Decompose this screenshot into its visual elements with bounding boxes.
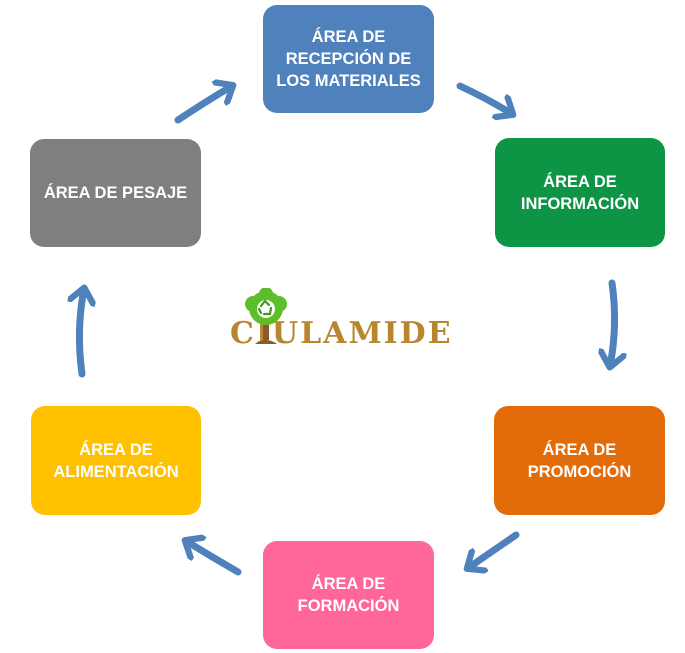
node-label: ÁREA DE PESAJE (43, 184, 188, 202)
recycle-tree-icon (245, 288, 287, 344)
arrow-formacion-to-alimentacion (186, 541, 242, 576)
node-area-promocion: ÁREA DE PROMOCIÓN (494, 406, 665, 515)
node-label: ÁREA DE PROMOCIÓN (527, 440, 632, 481)
arrow-pesaje-to-recepcion (174, 86, 232, 124)
node-area-informacion: ÁREA DE INFORMACIÓN (495, 138, 665, 247)
node-area-recepcion: ÁREA DE RECEPCIÓN DE LOS MATERIALES (263, 5, 434, 113)
arrow-alimentacion-to-pesaje (79, 289, 84, 378)
node-label: ÁREA DE INFORMACIÓN (520, 172, 640, 213)
node-area-alimentacion: ÁREA DE ALIMENTACIÓN (31, 406, 201, 515)
arrow-promocion-to-formacion (468, 531, 520, 568)
node-area-formacion: ÁREA DE FORMACIÓN (263, 541, 434, 649)
node-label: ÁREA DE FORMACIÓN (297, 575, 400, 615)
node-label: ÁREA DE RECEPCIÓN DE LOS MATERIALES (276, 28, 421, 90)
arrow-informacion-to-promocion (610, 279, 615, 366)
arrow-recepcion-to-informacion (456, 82, 512, 114)
node-area-pesaje: ÁREA DE PESAJE (30, 139, 201, 247)
node-label: ÁREA DE ALIMENTACIÓN (53, 440, 179, 481)
ciulamide-logo: CIULAMIDE (230, 288, 470, 354)
